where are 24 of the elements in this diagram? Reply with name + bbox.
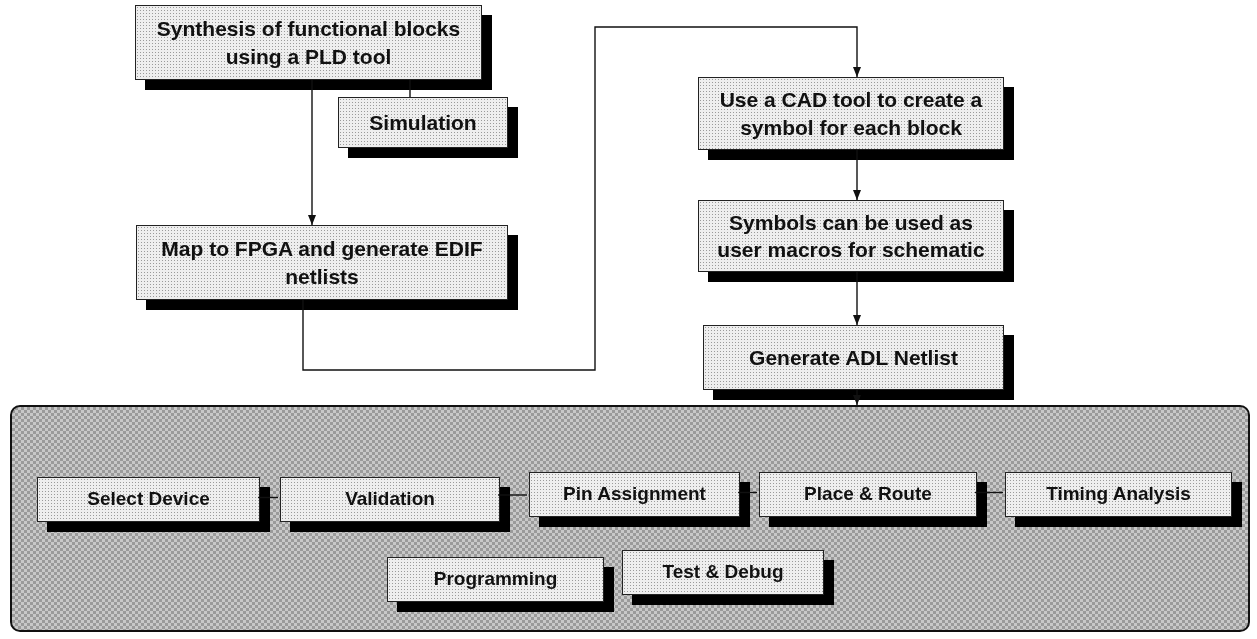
connector-line [257, 496, 279, 499]
box-label: Generate ADL Netlist [749, 344, 958, 371]
box-label: Select Device [87, 487, 210, 512]
box-label: Synthesis of functional blocks using a PLD tool [155, 16, 462, 70]
box-label: Pin Assignment [563, 482, 706, 507]
connector-line [737, 491, 758, 494]
box-label: Use a CAD tool to create a symbol for each block [718, 87, 984, 141]
connector-line [974, 491, 1004, 494]
arrow [308, 79, 316, 226]
box-label: Simulation [369, 109, 477, 136]
box-label: Programming [433, 567, 558, 592]
arrow [302, 26, 861, 371]
box-label: Symbols can be used as user macros for schematic [716, 209, 986, 263]
connector-line [497, 494, 528, 496]
connector-line [409, 79, 411, 98]
arrow [853, 389, 861, 406]
box-label: Timing Analysis [1046, 482, 1191, 507]
box-label: Place & Route [804, 482, 932, 507]
arrow [853, 149, 861, 201]
box-label: Map to FPGA and generate EDIF netlists [160, 236, 484, 290]
box-label: Validation [345, 487, 435, 512]
box-label: Test & Debug [662, 560, 784, 585]
arrow [853, 271, 861, 326]
group-panel [10, 405, 1250, 632]
